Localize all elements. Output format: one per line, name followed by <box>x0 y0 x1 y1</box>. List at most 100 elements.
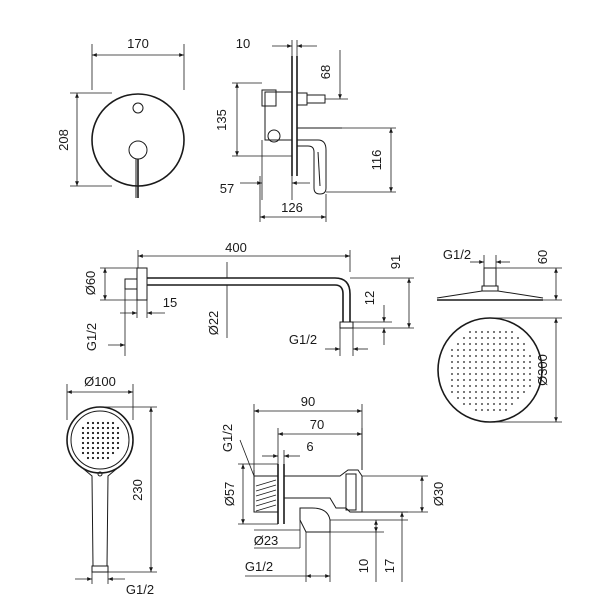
nozzle-dot <box>493 349 495 351</box>
nozzle-dot <box>96 451 100 455</box>
nozzle-dot <box>481 355 483 357</box>
nozzle-dot <box>469 391 471 393</box>
nozzle-dot <box>81 441 85 445</box>
nozzle-dot <box>111 426 115 430</box>
nozzle-dot <box>457 349 459 351</box>
hand-nozzles <box>81 421 120 460</box>
nozzle-dot <box>111 446 115 450</box>
nozzle-dot <box>475 403 477 405</box>
nozzle-dot <box>475 385 477 387</box>
nozzle-dot <box>511 385 513 387</box>
dim-mixer-body-135: 135 <box>214 109 229 131</box>
nozzle-dot <box>511 403 513 405</box>
nozzle-dot <box>481 361 483 363</box>
nozzle-dot <box>475 373 477 375</box>
nozzle-dot <box>499 349 501 351</box>
nozzle-dot <box>463 343 465 345</box>
nozzle-dot <box>487 379 489 381</box>
nozzle-dot <box>511 373 513 375</box>
nozzle-dot <box>111 436 115 440</box>
nozzle-dot <box>493 343 495 345</box>
nozzle-dot <box>469 397 471 399</box>
nozzle-dot <box>475 355 477 357</box>
head-nozzles <box>451 331 531 411</box>
nozzle-dot <box>96 431 100 435</box>
nozzle-dot <box>487 397 489 399</box>
nozzle-dot <box>451 367 453 369</box>
mixer-side-view: 10 68 135 116 57 126 <box>214 36 396 222</box>
nozzle-dot <box>505 343 507 345</box>
hand-shower-view: Ø100 230 G1/2 <box>66 374 157 597</box>
nozzle-dot <box>106 441 110 445</box>
nozzle-dot <box>106 456 110 460</box>
nozzle-dot <box>101 446 105 450</box>
nozzle-dot <box>523 391 525 393</box>
nozzle-dot <box>505 409 507 411</box>
dim-mixer-offset-68: 68 <box>318 65 333 79</box>
nozzle-dot <box>493 355 495 357</box>
nozzle-dot <box>101 441 105 445</box>
nozzle-dot <box>523 367 525 369</box>
nozzle-dot <box>481 373 483 375</box>
nozzle-dot <box>91 426 95 430</box>
nozzle-dot <box>481 349 483 351</box>
nozzle-dot <box>106 436 110 440</box>
nozzle-dot <box>487 355 489 357</box>
nozzle-dot <box>451 361 453 363</box>
nozzle-dot <box>487 343 489 345</box>
nozzle-dot <box>475 361 477 363</box>
nozzle-dot <box>463 373 465 375</box>
nozzle-dot <box>463 337 465 339</box>
nozzle-dot <box>481 337 483 339</box>
dim-hand-diameter: Ø100 <box>84 374 116 389</box>
dim-elbow-23: Ø23 <box>254 533 279 548</box>
nozzle-dot <box>511 361 513 363</box>
dim-mixer-height: 208 <box>56 129 71 151</box>
nozzle-dot <box>487 409 489 411</box>
nozzle-dot <box>517 397 519 399</box>
nozzle-dot <box>91 446 95 450</box>
nozzle-dot <box>91 436 95 440</box>
nozzle-dot <box>96 426 100 430</box>
nozzle-dot <box>463 361 465 363</box>
nozzle-dot <box>499 397 501 399</box>
nozzle-dot <box>517 343 519 345</box>
dim-mixer-width: 170 <box>127 36 149 51</box>
nozzle-dot <box>91 441 95 445</box>
nozzle-dot <box>469 337 471 339</box>
nozzle-dot <box>487 391 489 393</box>
nozzle-dot <box>499 409 501 411</box>
nozzle-dot <box>487 373 489 375</box>
dim-arm-flange: Ø60 <box>83 271 98 296</box>
dim-arm-tube: Ø22 <box>206 311 221 336</box>
nozzle-dot <box>81 446 85 450</box>
nozzle-dot <box>106 446 110 450</box>
nozzle-dot <box>475 343 477 345</box>
dim-mixer-57: 57 <box>220 181 234 196</box>
nozzle-dot <box>463 349 465 351</box>
nozzle-dot <box>517 373 519 375</box>
nozzle-dot <box>86 441 90 445</box>
nozzle-dot <box>499 343 501 345</box>
nozzle-dot <box>493 373 495 375</box>
nozzle-dot <box>86 451 90 455</box>
nozzle-dot <box>451 391 453 393</box>
nozzle-dot <box>505 361 507 363</box>
nozzle-dot <box>81 436 85 440</box>
nozzle-dot <box>463 355 465 357</box>
nozzle-dot <box>457 373 459 375</box>
nozzle-dot <box>481 343 483 345</box>
nozzle-dot <box>463 379 465 381</box>
dim-head-60: 60 <box>535 250 550 264</box>
nozzle-dot <box>106 431 110 435</box>
nozzle-dot <box>469 349 471 351</box>
nozzle-dot <box>493 385 495 387</box>
nozzle-dot <box>469 403 471 405</box>
nozzle-dot <box>493 403 495 405</box>
nozzle-dot <box>487 331 489 333</box>
nozzle-dot <box>499 373 501 375</box>
nozzle-dot <box>499 385 501 387</box>
nozzle-dot <box>511 349 513 351</box>
nozzle-dot <box>475 397 477 399</box>
